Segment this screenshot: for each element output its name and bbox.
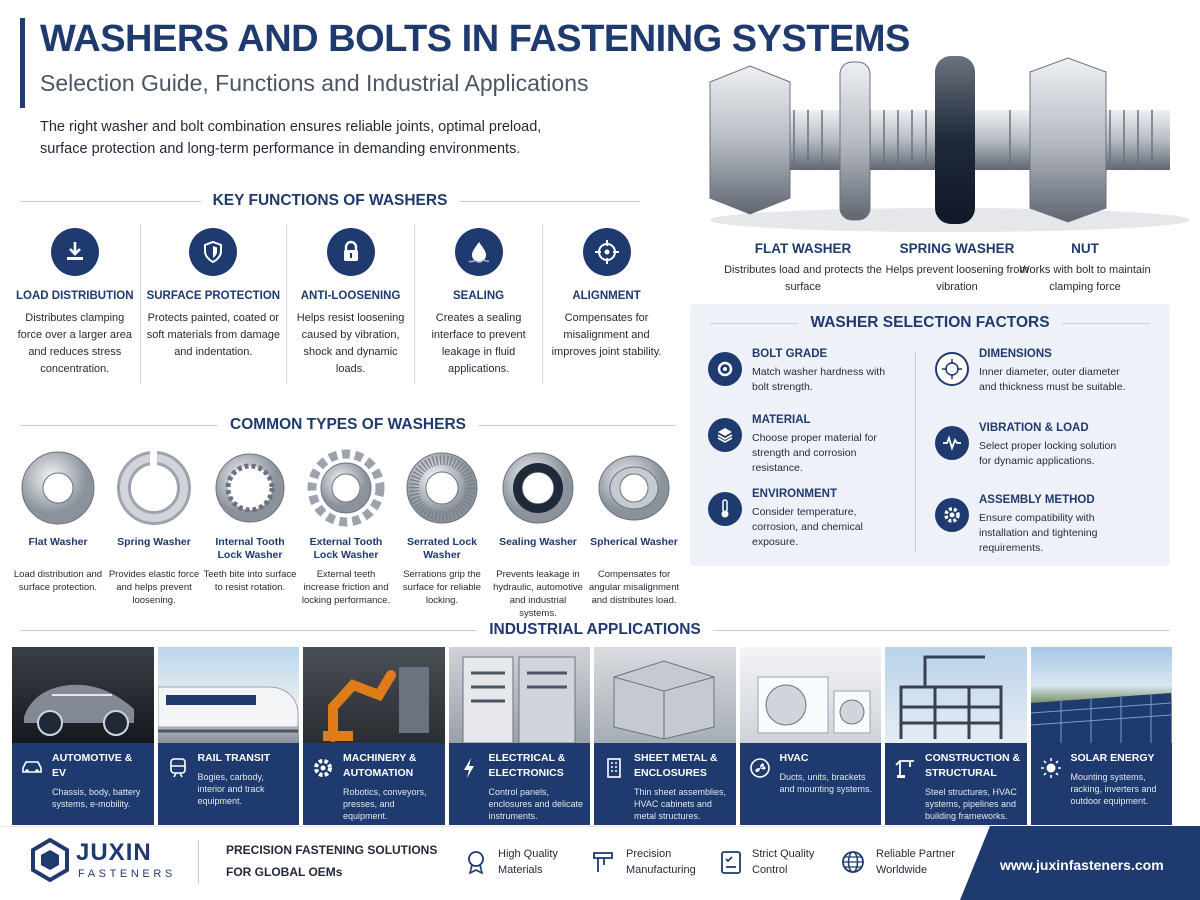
lightning-icon [455,751,483,825]
footer-tagline-2: FOR GLOBAL OEMs [226,865,343,879]
gear-icon [935,498,969,532]
water-drop-icon [454,228,503,276]
internal-tooth-washer-image [215,453,285,523]
automotive-image [12,647,154,743]
label-flat-washer: FLAT WASHER Distributes load and protect… [724,241,882,293]
label-spring-washer: SPRING WASHER Helps prevent loosening fr… [885,241,1029,293]
washer-type-sealing: Sealing Washer Prevents leakage in hydra… [490,448,586,620]
applications-heading: INDUSTRIAL APPLICATIONS [20,621,1170,639]
serrated-washer-image [406,452,478,524]
car-icon [18,751,46,825]
sealing-washer-image [502,452,574,524]
checklist-icon [721,851,741,874]
key-function-anti-loosening: ANTI-LOOSENING Helps resist loosening ca… [287,224,416,384]
dimensions-icon [935,352,969,386]
key-function-alignment: ALIGNMENT Compensates for misalignment a… [543,224,670,384]
website-banner [960,826,1200,900]
washer-type-external-tooth: External Tooth Lock Washer External teet… [298,448,394,620]
construction-image [885,647,1027,743]
rail-image [157,647,299,743]
key-function-surface-protection: SURFACE PROTECTION Protects painted, coa… [141,224,288,384]
thermometer-icon [708,492,742,526]
building-icon [600,751,628,825]
gear-icon [309,751,337,825]
solar-image [1030,647,1172,743]
brand-name: JUXIN [76,839,152,866]
washer-types-heading: COMMON TYPES OF WASHERS [20,416,676,434]
intro-text: The right washer and bolt combination en… [40,119,542,157]
washer-type-spherical: Spherical Washer Compensates for angular… [586,448,682,620]
caliper-icon [593,852,613,872]
spring-washer-image [117,451,191,525]
sheet-metal-image [594,647,736,743]
electrical-image [448,647,590,743]
website-link[interactable]: www.juxinfasteners.com [1000,857,1164,873]
globe-icon [842,851,864,873]
spherical-washer-image [598,455,670,521]
footer-tagline-1: PRECISION FASTENING SOLUTIONS [226,843,438,857]
quality-icon [468,851,484,875]
page-title: WASHERS AND BOLTS IN FASTENING SYSTEMS [40,18,910,60]
load-distribution-icon [50,228,99,276]
flat-washer-image [21,451,95,525]
badge-precision: Precision Manufacturing [590,846,716,878]
header-accent-bar [20,18,25,108]
washer-type-spring: Spring Washer Provides elastic force and… [106,448,202,620]
bolt-assembly-image [709,56,1190,232]
badge-partner: Reliable Partner Worldwide [840,846,966,878]
pulse-icon [935,426,969,460]
crosshair-icon [582,228,631,276]
bolt-grade-icon [708,352,742,386]
lock-icon [326,228,375,276]
key-function-sealing: SEALING Creates a sealing interface to p… [415,224,544,384]
key-functions-heading: KEY FUNCTIONS OF WASHERS [20,192,641,210]
crane-icon [891,751,919,825]
machinery-image [303,647,445,743]
selection-heading: WASHER SELECTION FACTORS [710,314,1150,332]
washer-type-serrated: Serrated Lock Washer Serrations grip the… [394,448,490,620]
brand-logo-mark [31,838,69,882]
badge-quality: High Quality Materials [464,846,588,878]
brand-subtitle: FASTENERS [78,868,176,880]
badge-quality-control: Strict Quality Control [720,846,842,878]
washer-type-internal-tooth: Internal Tooth Lock Washer Teeth bite in… [202,448,298,620]
label-nut: NUT Works with bolt to maintain clamping… [1019,241,1151,293]
shield-icon [189,228,238,276]
washer-types-row: Flat Washer Load distribution and surfac… [10,448,682,620]
key-functions-row: LOAD DISTRIBUTION Distributes clamping f… [10,224,670,384]
page-subtitle: Selection Guide, Functions and Industria… [40,70,589,96]
key-function-load-distribution: LOAD DISTRIBUTION Distributes clamping f… [10,224,141,384]
sun-icon [1037,751,1065,825]
layers-icon [708,418,742,452]
selection-divider [915,352,916,552]
footer-divider [198,840,199,884]
external-tooth-washer-image [307,449,385,527]
washer-type-flat: Flat Washer Load distribution and surfac… [10,448,106,620]
train-icon [164,751,192,825]
hvac-image [739,647,881,743]
fan-icon [746,751,774,825]
